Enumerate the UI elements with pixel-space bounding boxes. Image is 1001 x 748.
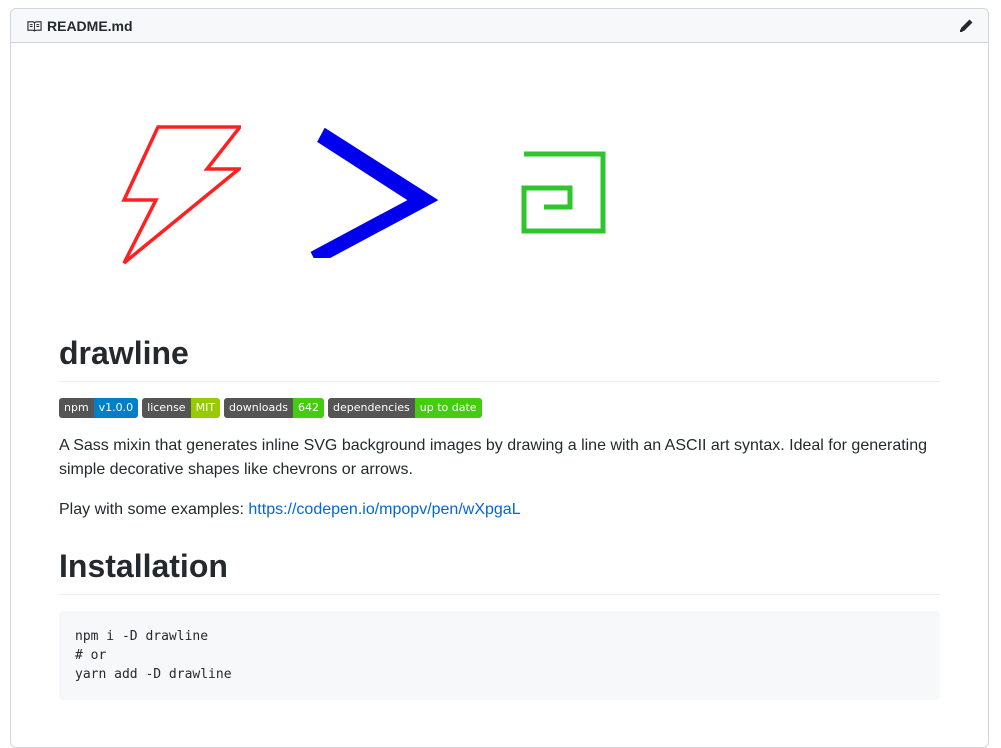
badge-key: npm xyxy=(59,398,94,418)
description: A Sass mixin that generates inline SVG b… xyxy=(59,437,928,478)
logo-image xyxy=(59,43,940,333)
badge-dependencies[interactable]: dependencies up to date xyxy=(327,398,482,418)
installation-heading: Installation xyxy=(59,546,940,595)
examples-line: Play with some examples: https://codepen… xyxy=(59,498,940,522)
badge-npm[interactable]: npm v1.0.0 xyxy=(59,398,139,418)
badge-key: downloads xyxy=(224,398,293,418)
badge-value: up to date xyxy=(414,398,482,418)
readme-header: README.md xyxy=(11,9,988,43)
badge-value: v1.0.0 xyxy=(93,398,139,418)
badge-key: license xyxy=(142,398,191,418)
badge-license[interactable]: license MIT xyxy=(142,398,221,418)
readme-body: drawline npm v1.0.0 license MIT download… xyxy=(11,43,988,700)
readme-container: README.md drawline npm v1.0.0 xyxy=(10,8,989,748)
badge-row: npm v1.0.0 license MIT downloads 642 dep… xyxy=(59,398,940,418)
examples-label: Play with some examples: xyxy=(59,501,249,518)
badge-key: dependencies xyxy=(327,398,415,418)
badge-value: 642 xyxy=(292,398,324,418)
chevron-right-icon xyxy=(310,128,439,258)
badge-value: MIT xyxy=(190,398,221,418)
codepen-link[interactable]: https://codepen.io/mpopv/pen/wXpgaL xyxy=(248,501,521,518)
code-line: npm i -D drawline xyxy=(75,629,209,644)
page-title: drawline xyxy=(59,333,940,382)
code-line: # or xyxy=(75,648,107,663)
book-icon xyxy=(27,20,42,32)
pencil-icon[interactable] xyxy=(958,18,974,34)
lightning-bolt-icon xyxy=(121,125,241,265)
install-code-block: npm i -D drawline # or yarn add -D drawl… xyxy=(59,611,940,700)
badge-downloads[interactable]: downloads 642 xyxy=(224,398,324,418)
readme-filename: README.md xyxy=(47,17,133,34)
code-line: yarn add -D drawline xyxy=(75,667,232,682)
spiral-icon xyxy=(521,151,606,234)
